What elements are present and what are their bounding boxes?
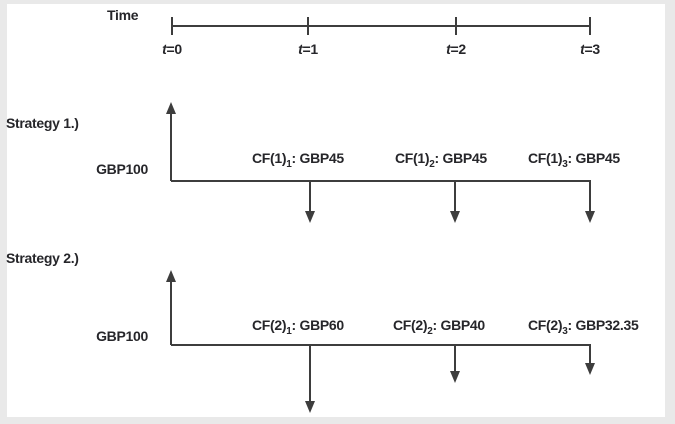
strategy-1-baseline — [171, 180, 591, 182]
strategy-2-outflow-arrowhead-3-icon — [585, 363, 595, 375]
timeline-tick-t1 — [307, 17, 309, 35]
timeline-tick-t0 — [171, 17, 173, 35]
figure-paper — [7, 4, 665, 417]
timeline-title: Time — [107, 7, 139, 23]
strategy-2-outflow-arrowhead-1-icon — [305, 401, 315, 413]
strategy-2-outflow-arrowhead-2-icon — [450, 371, 460, 383]
strategy-2-inflow-arrow — [170, 280, 172, 345]
tick-label-t1: t=1 — [298, 41, 318, 57]
strategy-2-outflow-arrow-3 — [589, 346, 591, 364]
timeline-tick-t3 — [589, 17, 591, 35]
strategy-1-cashflow-label-1: CF(1)1: GBP45 — [252, 150, 344, 170]
strategy-2-baseline — [171, 344, 591, 346]
strategy-1-outflow-arrow-1 — [309, 182, 311, 212]
strategy-2-initial-amount: GBP100 — [96, 328, 148, 344]
strategy-1-cashflow-label-2: CF(1)2: GBP45 — [395, 150, 487, 170]
strategy-1-inflow-arrowhead-icon — [166, 102, 176, 114]
tick-label-t3: t=3 — [580, 41, 600, 57]
strategy-2-inflow-arrowhead-icon — [166, 270, 176, 282]
strategy-2-cashflow-label-1: CF(2)1: GBP60 — [252, 317, 344, 337]
strategy-2-outflow-arrow-1 — [309, 346, 311, 402]
strategy-2-outflow-arrow-2 — [454, 346, 456, 372]
strategy-1-inflow-arrow — [170, 112, 172, 181]
tick-label-t2: t=2 — [446, 41, 466, 57]
strategy-1-label: Strategy 1.) — [6, 115, 79, 131]
strategy-2-cashflow-label-3: CF(2)3: GBP32.35 — [528, 317, 639, 337]
timeline-tick-t2 — [455, 17, 457, 35]
strategy-1-initial-amount: GBP100 — [96, 161, 148, 177]
strategy-1-cashflow-label-3: CF(1)3: GBP45 — [528, 150, 620, 170]
strategy-1-outflow-arrow-2 — [454, 182, 456, 212]
strategy-1-outflow-arrow-3 — [589, 182, 591, 212]
tick-label-t0: t=0 — [162, 41, 182, 57]
timeline-axis — [171, 25, 591, 27]
strategy-1-outflow-arrowhead-1-icon — [305, 211, 315, 223]
strategy-2-label: Strategy 2.) — [6, 250, 79, 266]
strategy-2-cashflow-label-2: CF(2)2: GBP40 — [393, 317, 485, 337]
strategy-1-outflow-arrowhead-3-icon — [585, 211, 595, 223]
strategy-1-outflow-arrowhead-2-icon — [450, 211, 460, 223]
